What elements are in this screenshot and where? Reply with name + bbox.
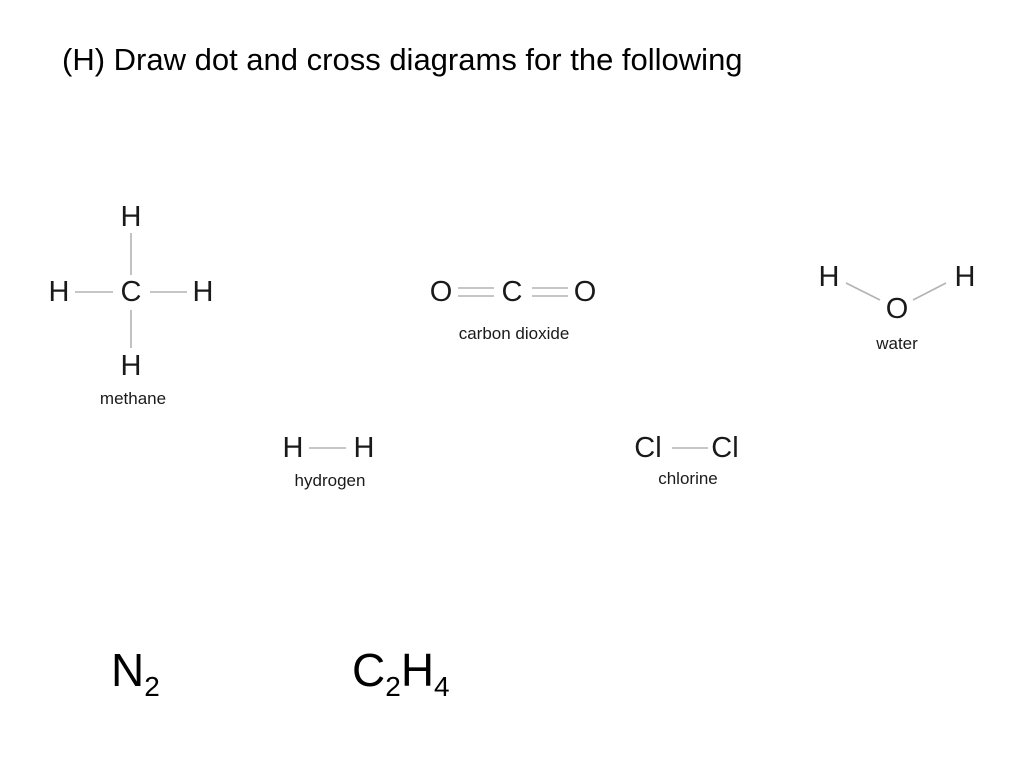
- slide-title: (H) Draw dot and cross diagrams for the …: [62, 42, 743, 77]
- water-bond-left: [845, 282, 881, 301]
- co2-atom-o-right: O: [573, 276, 597, 308]
- chlorine-atom-right: Cl: [711, 432, 739, 464]
- methane-atom-h-top: H: [120, 201, 142, 233]
- methane-atom-h-right: H: [192, 276, 214, 308]
- formula-ethene-count-h: 4: [434, 671, 450, 702]
- formula-nitrogen-count: 2: [144, 671, 160, 702]
- formula-nitrogen: N2: [111, 642, 160, 701]
- methane-atom-h-left: H: [48, 276, 70, 308]
- co2-atom-c: C: [501, 276, 523, 308]
- hydrogen-atom-right: H: [353, 432, 375, 464]
- formula-nitrogen-element: N: [111, 644, 145, 696]
- water-caption: water: [876, 334, 918, 353]
- water-atom-h-right: H: [954, 261, 976, 293]
- methane-atom-c: C: [120, 276, 142, 308]
- co2-atom-o-left: O: [429, 276, 453, 308]
- chlorine-atom-left: Cl: [634, 432, 662, 464]
- formula-ethene: C2H4: [352, 642, 450, 701]
- hydrogen-atom-left: H: [282, 432, 304, 464]
- water-bond-right: [912, 282, 947, 301]
- formula-ethene-element-c: C: [352, 644, 386, 696]
- hydrogen-caption: hydrogen: [294, 471, 366, 490]
- methane-caption: methane: [99, 389, 167, 408]
- formula-ethene-count-c: 2: [385, 671, 401, 702]
- water-atom-h-left: H: [818, 261, 840, 293]
- methane-atom-h-bottom: H: [120, 350, 142, 382]
- water-atom-o: O: [885, 293, 909, 325]
- chlorine-caption: chlorine: [658, 469, 718, 488]
- carbon-dioxide-caption: carbon dioxide: [458, 324, 570, 343]
- formula-ethene-element-h: H: [400, 644, 435, 696]
